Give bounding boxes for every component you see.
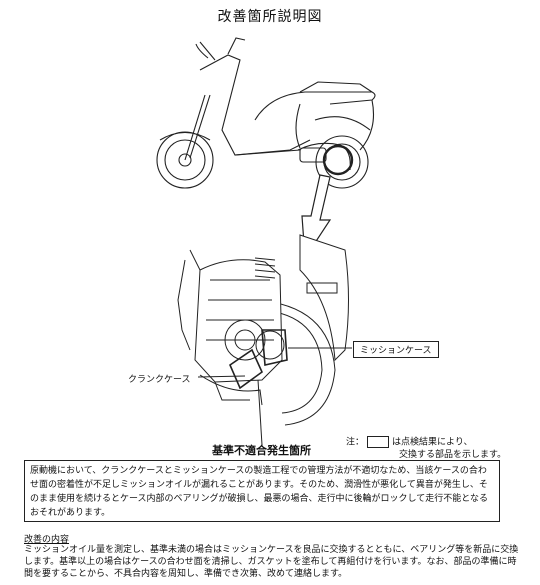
crank-case-label: クランクケース [128,375,191,385]
remedy-text: ミッションオイル量を測定し、基準未満の場合はミッションケースを良品に交換するとと… [24,545,519,579]
remedy-heading: 改善の内容 [24,535,70,545]
defect-description-box: 原動機において、クランクケースとミッションケースの製造工程での管理方法が不適切な… [24,460,500,522]
legend-note-line2: 交換する部品を示します。 [399,450,507,460]
mission-case-label: ミッションケース [353,341,439,358]
legend-swatch [367,436,390,448]
note-line1: は点検結果により、 [392,437,473,448]
defect-location-label: 基準不適合発生箇所 [212,444,311,457]
legend-note: 注： は点検結果により、 [346,436,472,450]
note-prefix: 注： [346,437,365,448]
page-title: 改善箇所説明図 [217,9,323,25]
